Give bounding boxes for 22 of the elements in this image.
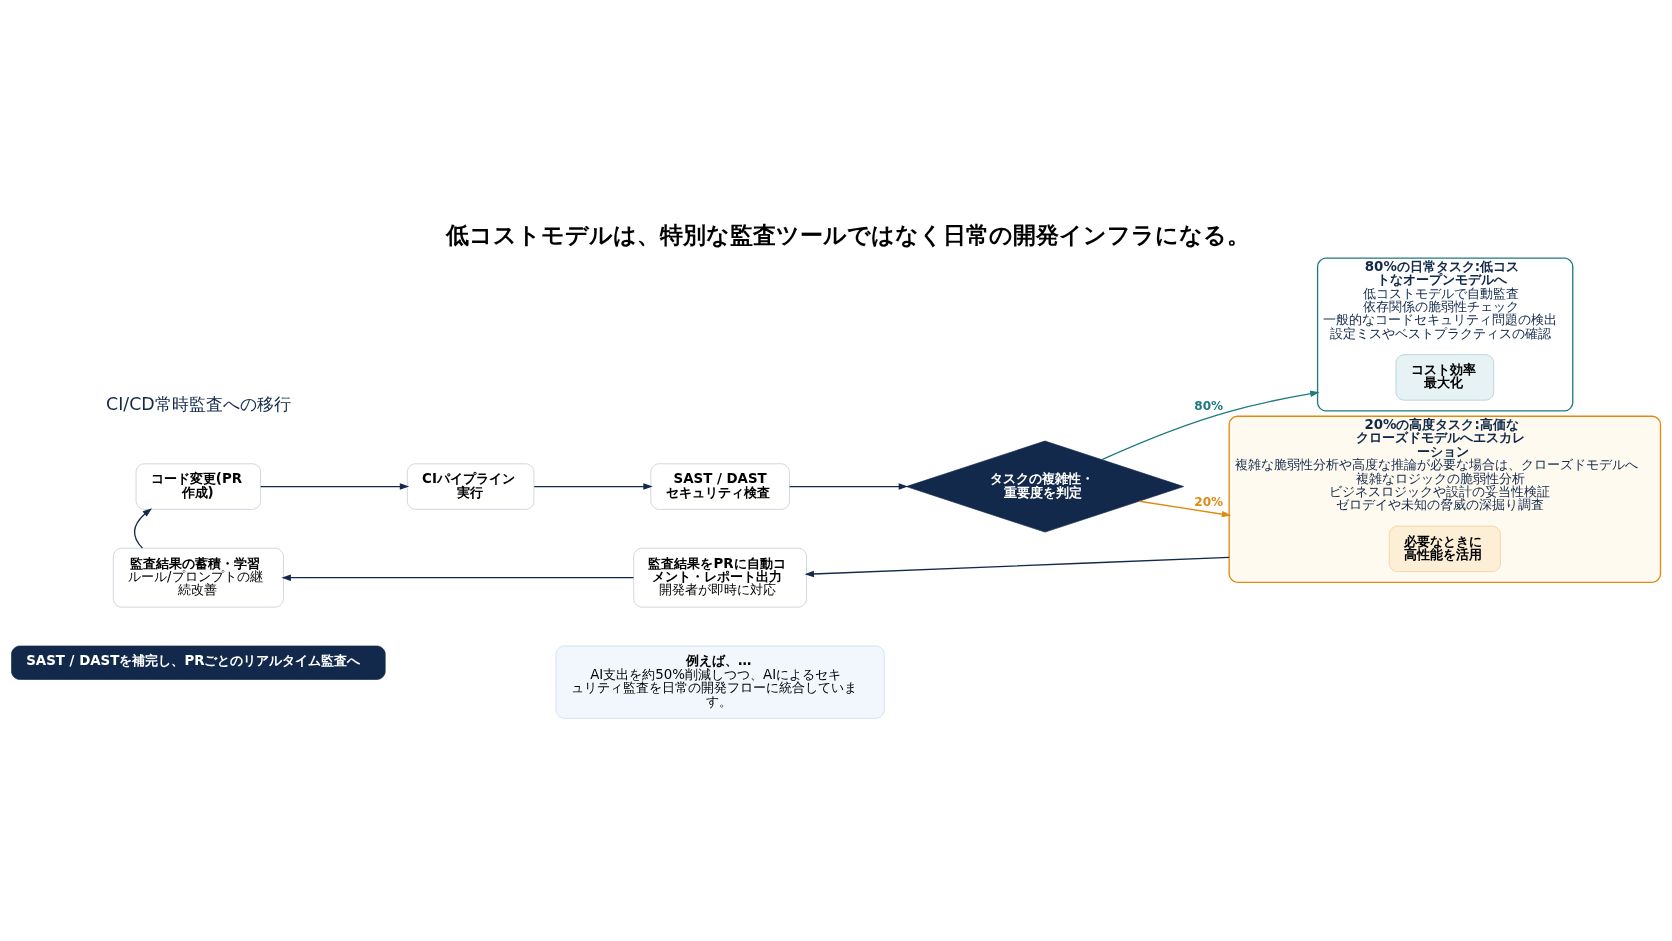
- node-box: 監査結果をPRに自動コメント・レポート出力 開発者が即時に対応: [633, 547, 807, 608]
- arrow: [133, 508, 152, 549]
- arrow: [1101, 390, 1320, 461]
- node-diamond: タスクの複雑性・重要度を判定: [906, 440, 1184, 533]
- arrow: [533, 483, 653, 490]
- node-box: コスト効率最大化: [1395, 354, 1495, 401]
- diagram-title: 低コストモデルは、特別な監査ツールではなく日常の開発インフラになる。: [445, 221, 1250, 248]
- node-box: SAST / DASTセキュリティ検査: [650, 463, 790, 510]
- node-box: 監査結果の蓄積・学習 ルール/プロンプトの継続改善: [112, 547, 284, 608]
- arrow: [281, 574, 635, 581]
- label: CI/CD常時監査への移行: [106, 394, 291, 415]
- node-box: 例えば、… AI支出を約50%削減しつつ、AIによるセキュリティ監査を日常の開発フローに統合しています。: [555, 645, 885, 719]
- edge-label: 80%: [1194, 399, 1224, 414]
- node-box: SAST / DASTを補完し、PRごとのリアルタイム監査へ: [11, 645, 386, 680]
- arrow: [804, 556, 1230, 578]
- arrow: [1138, 500, 1232, 518]
- arrow: [788, 483, 909, 490]
- node-box: 必要なときに高性能を活用: [1388, 525, 1501, 572]
- edge-label: 20%: [1194, 494, 1224, 509]
- arrow: [260, 483, 410, 490]
- node-box: コード変更(PR作成): [135, 463, 261, 510]
- node-box: CIパイプライン実行: [407, 463, 535, 510]
